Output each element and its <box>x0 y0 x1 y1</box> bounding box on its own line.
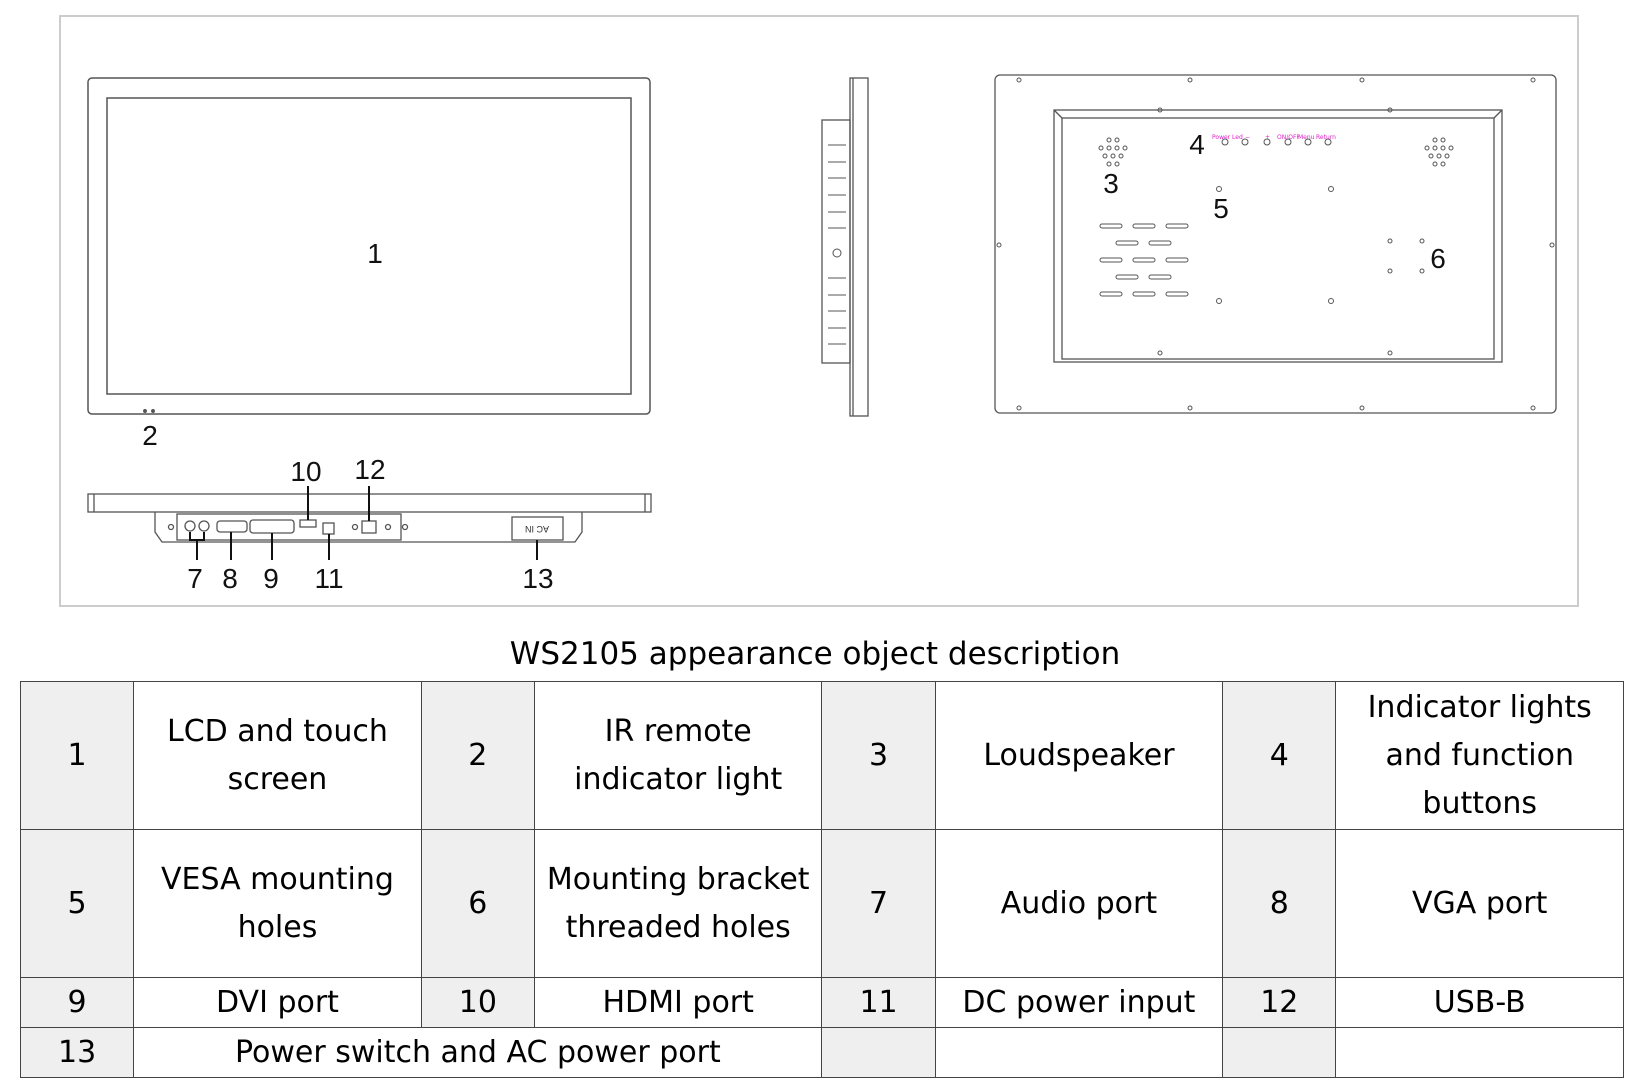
item-number: 10 <box>420 977 535 1028</box>
item-description <box>934 1027 1224 1078</box>
item-number: 2 <box>420 681 535 830</box>
callout-4: 4 <box>1189 129 1205 160</box>
object-description-table: 1 LCD and touch screen 2 IR remote indic… <box>19 681 1624 1078</box>
callout-2: 2 <box>142 420 158 451</box>
label-plus: + <box>1265 134 1270 141</box>
item-number: 4 <box>1222 681 1337 830</box>
item-number: 3 <box>821 681 936 830</box>
item-number: 6 <box>420 829 535 978</box>
back-view <box>994 74 1557 414</box>
label-on-off: ON/OFF <box>1277 134 1300 141</box>
table-row: 1 LCD and touch screen 2 IR remote indic… <box>19 681 1624 830</box>
item-description: Audio port <box>934 829 1224 978</box>
table-row: 5 VESA mounting holes 6 Mounting bracket… <box>19 829 1624 978</box>
item-description: Mounting bracket threaded holes <box>533 829 823 978</box>
callout-3: 3 <box>1103 168 1119 199</box>
item-number: 11 <box>821 977 936 1028</box>
item-description: USB-B <box>1335 977 1624 1028</box>
item-description <box>1335 1027 1624 1078</box>
item-number <box>821 1027 936 1078</box>
item-number: 5 <box>19 829 135 978</box>
product-appearance-diagram: Power Led − + ON/OFF Menu Return <box>59 15 1579 607</box>
item-number <box>1222 1027 1337 1078</box>
table-caption: WS2105 appearance object description <box>509 636 1121 672</box>
item-description: VGA port <box>1335 829 1624 978</box>
callout-1: 1 <box>367 238 383 269</box>
back-panel-button-labels: Power Led − + ON/OFF Menu Return <box>1212 134 1336 141</box>
item-number: 9 <box>19 977 135 1028</box>
callout-9: 9 <box>263 563 279 594</box>
item-description: Indicator lights and function buttons <box>1335 681 1624 830</box>
side-view <box>821 77 869 417</box>
callout-8: 8 <box>222 563 238 594</box>
callout-6: 6 <box>1430 243 1446 274</box>
item-description: VESA mounting holes <box>133 829 422 978</box>
item-description: Loudspeaker <box>934 681 1224 830</box>
item-description: LCD and touch screen <box>133 681 422 830</box>
item-number: 13 <box>19 1027 135 1078</box>
front-view <box>87 77 651 415</box>
item-description: Power switch and AC power port <box>133 1027 823 1078</box>
label-minus: − <box>1245 134 1250 141</box>
label-power-led: Power Led <box>1212 134 1243 141</box>
item-description: IR remote indicator light <box>533 681 823 830</box>
bottom-view <box>87 486 652 560</box>
callout-5: 5 <box>1213 193 1229 224</box>
item-description: DVI port <box>133 977 422 1028</box>
item-number: 12 <box>1222 977 1337 1028</box>
item-number: 7 <box>821 829 936 978</box>
item-number: 8 <box>1222 829 1337 978</box>
table-row: 13 Power switch and AC power port <box>19 1027 1624 1078</box>
diagram-frame <box>59 15 1579 607</box>
callout-12: 12 <box>354 454 385 485</box>
label-return: Return <box>1316 134 1336 141</box>
item-description: HDMI port <box>533 977 823 1028</box>
callout-7: 7 <box>187 563 203 594</box>
callout-numbers: 1 2 3 4 5 6 7 8 9 10 11 12 13 <box>142 129 1446 594</box>
table-row: 9 DVI port 10 HDMI port 11 DC power inpu… <box>19 977 1624 1028</box>
label-menu: Menu <box>1298 134 1315 141</box>
callout-13: 13 <box>522 563 553 594</box>
callout-11: 11 <box>314 563 343 594</box>
item-number: 1 <box>19 681 135 830</box>
ac-in-label: AC IN <box>525 524 549 534</box>
item-description: DC power input <box>934 977 1224 1028</box>
callout-10: 10 <box>290 456 321 487</box>
